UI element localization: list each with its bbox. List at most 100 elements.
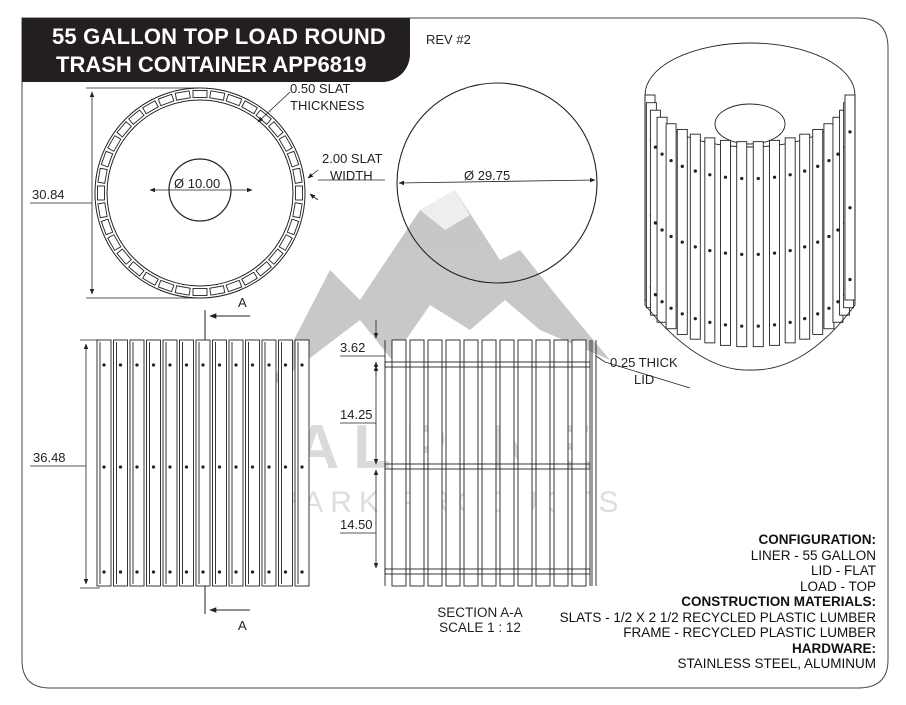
slat-section [100,150,114,168]
spec-configuration-heading: CONFIGURATION: [758,532,877,547]
iso-slat [676,128,688,335]
section-slat [391,339,407,587]
dim-overall-diameter: 30.84 [32,187,65,202]
slat-section [268,248,284,265]
section-slat [535,339,551,587]
dim-slat-thickness-1: 0.50 SLAT [290,81,351,96]
front-slat [261,339,277,587]
front-slat [245,339,260,587]
front-slat [294,339,310,587]
slat-section [174,90,191,101]
section-slats [391,339,587,587]
section-slat [553,339,569,587]
iso-slats [644,94,856,348]
dim-slat-width-2: WIDTH [330,168,373,183]
front-slat [162,339,178,587]
slat-section [128,261,145,277]
spec-construction-heading: CONSTRUCTION MATERIALS: [681,594,876,609]
dim-slat-thickness-2: THICKNESS [290,98,365,113]
section-caption-title: SECTION A-A [437,605,523,620]
isometric-view [644,42,856,371]
slat-section [174,285,191,296]
slat-section [241,271,258,286]
slat-section [286,218,300,236]
dim-mid-section: 14.25 [340,407,373,422]
title-line-2: TRASH CONTAINER APP6819 [56,52,367,77]
section-slat [517,339,533,587]
slat-section [255,261,272,277]
dim-inner-diameter: Ø 10.00 [174,176,220,191]
iso-slat [656,116,668,323]
section-caption: SECTION A-A SCALE 1 : 12 [410,605,550,635]
revision-label: REV #2 [426,32,471,47]
iso-slat [844,94,856,301]
section-slat [571,339,587,587]
slat-section [142,100,159,115]
section-slat [481,339,497,587]
dim-slat-width-1: 2.00 SLAT [322,151,383,166]
front-slat [96,339,112,587]
front-elevation [96,339,310,587]
slat-section [225,93,243,107]
lid-view [396,82,598,284]
iso-slat [823,123,835,330]
iso-slat [752,141,764,348]
dim-overall-diameter-line [30,87,200,299]
slat-section [192,90,208,98]
spec-liner: LINER - 55 GALLON [750,547,876,563]
section-arrow-top [204,310,250,340]
slat-section [268,121,284,138]
section-slat [463,339,479,587]
front-slat [179,339,194,587]
dim-lid-thickness-2: LID [634,372,654,387]
slat-section [286,150,300,168]
section-slat [427,339,443,587]
slat-section [107,135,122,152]
slat-section [278,234,293,251]
iso-slat [665,123,677,330]
dim-lower-section: 14.50 [340,517,373,532]
slat-section [97,167,108,184]
section-arrow-bottom [204,585,250,614]
slat-section [142,271,159,286]
slat-section [278,135,293,152]
spec-frame: FRAME - RECYCLED PLASTIC LUMBER [623,625,876,640]
dim-lid-diameter: Ø 29.75 [464,168,510,183]
front-slat [129,339,145,587]
slat-section [192,288,208,296]
top-view-inner-ring [106,99,294,287]
iso-slat [689,133,701,340]
title-block: 55 GALLON TOP LOAD ROUND TRASH CONTAINER… [22,18,410,82]
slat-section [100,218,114,236]
slat-section [241,100,258,115]
slat-section [292,202,303,219]
dim-lid-thickness-1: 0.25 THICK [610,355,678,370]
section-caption-scale: SCALE 1 : 12 [439,620,521,635]
section-slat [409,339,425,587]
front-slat [195,339,211,587]
slat-width-leader [307,169,385,201]
slat-ring [97,90,303,296]
slat-section [225,279,243,293]
slat-section [209,285,226,296]
spec-slats: SLATS - 1/2 X 2 1/2 RECYCLED PLASTIC LUM… [559,609,876,625]
front-slats [96,339,310,587]
iso-slat [736,141,748,348]
slat-section [97,202,108,219]
spec-load: LOAD - TOP [799,578,876,594]
front-slat [113,339,128,587]
top-view [94,87,306,299]
front-slat [146,339,161,587]
section-dim-lines [340,320,691,569]
slat-section [97,185,105,201]
iso-slat [769,139,780,346]
slat-section [128,109,145,125]
iso-slat [812,128,824,335]
front-slat [278,339,293,587]
iso-slat [799,133,811,340]
spec-block: CONFIGURATION: LINER - 55 GALLON LID - F… [560,532,876,672]
iso-slat [704,137,716,344]
slat-section [295,185,303,201]
